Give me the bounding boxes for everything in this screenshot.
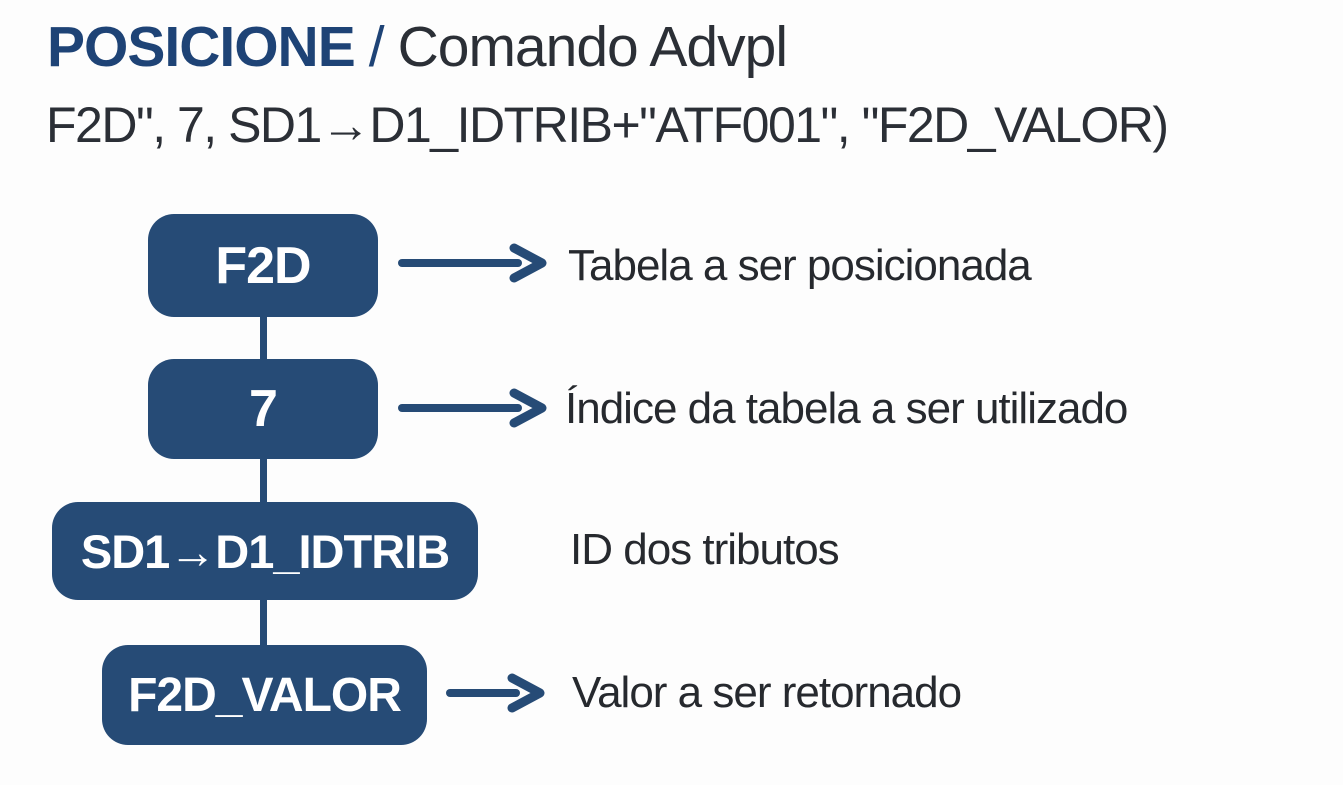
- node-sd1-d1-idtrib: SD1→D1_IDTRIB: [52, 502, 478, 600]
- title-subtitle: Comando Advpl: [397, 15, 788, 79]
- right-arrow-icon: [446, 673, 545, 713]
- right-arrow-icon: [398, 388, 547, 428]
- connector-idtrib-to-valor: [260, 598, 267, 647]
- connector-7-to-idtrib: [260, 457, 267, 504]
- node-f2d-description: Tabela a ser posicionada: [568, 241, 1032, 290]
- node-7-description: Índice da tabela a ser utilizado: [565, 384, 1128, 433]
- connector-f2d-to-7: [260, 317, 267, 361]
- node-7: 7: [148, 359, 378, 459]
- node-f2d-valor-label: F2D_VALOR: [128, 668, 402, 722]
- right-arrow-icon: [398, 243, 547, 283]
- title-separator: /: [368, 15, 385, 79]
- node-7-label: 7: [249, 380, 278, 438]
- node-f2d-valor: F2D_VALOR: [102, 645, 427, 745]
- page-title: POSICIONE/Comando Advpl: [47, 15, 788, 79]
- advpl-code-line: F2D", 7, SD1→D1_IDTRIB+"ATF001", "F2D_VA…: [46, 97, 1169, 153]
- node-sd1-d1-idtrib-label: SD1→D1_IDTRIB: [80, 524, 450, 578]
- node-f2d-label: F2D: [215, 236, 311, 295]
- node-f2d: F2D: [148, 214, 378, 317]
- node-f2d-valor-description: Valor a ser retornado: [572, 668, 962, 717]
- title-command-name: POSICIONE: [47, 15, 356, 79]
- node-sd1-d1-idtrib-description: ID dos tributos: [570, 525, 840, 574]
